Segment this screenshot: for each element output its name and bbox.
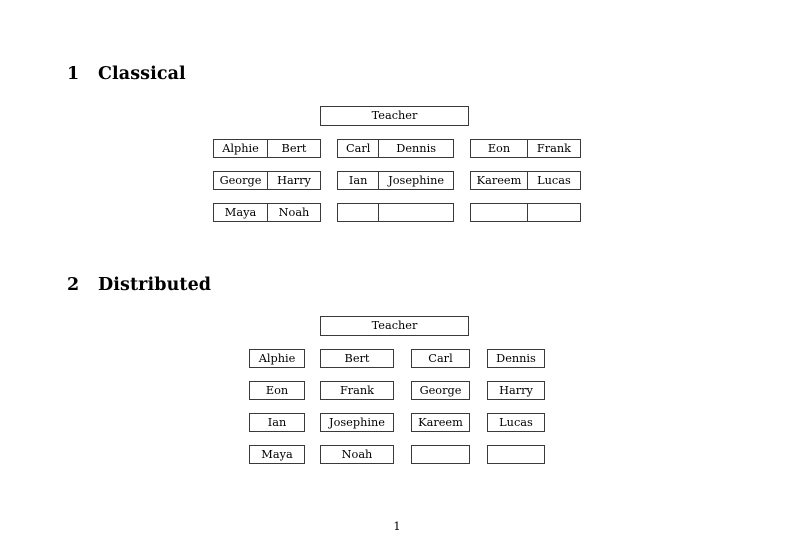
classical-cell: Kareem: [476, 173, 522, 187]
distributed-cell: Frank: [320, 381, 394, 400]
classical-cell: [471, 204, 527, 221]
distributed-cell: Harry: [487, 381, 545, 400]
classical-left-row-2: George Harry: [213, 171, 321, 190]
section-number: 1: [67, 64, 80, 84]
classical-cell: [378, 204, 453, 221]
classical-cell: Carl: [345, 141, 371, 155]
distributed-cell: Lucas: [487, 413, 545, 432]
classical-cell: Harry: [266, 172, 320, 189]
classical-cell: [338, 204, 378, 221]
classical-cell: Josephine: [378, 172, 453, 189]
classical-cell: Lucas: [526, 172, 580, 189]
classical-right-row-1: Eon Frank: [470, 139, 581, 158]
distributed-cell: Josephine: [320, 413, 394, 432]
section-heading-classical: 1 Classical: [67, 64, 186, 84]
classical-middle-row-2: Ian Josephine: [337, 171, 454, 190]
distributed-cell: Maya: [249, 445, 305, 464]
classical-cell: Maya: [224, 205, 257, 219]
distributed-cell: Dennis: [487, 349, 545, 368]
classical-cell: Frank: [526, 140, 580, 157]
classical-left-row-3: Maya Noah: [213, 203, 321, 222]
classical-cell: George: [219, 173, 262, 187]
classical-cell: Ian: [348, 173, 368, 187]
distributed-cell: [487, 445, 545, 464]
classical-middle-row-1: Carl Dennis: [337, 139, 454, 158]
section-title: Distributed: [98, 275, 212, 295]
distributed-cell: Bert: [320, 349, 394, 368]
distributed-cell: George: [411, 381, 470, 400]
classical-cell: Bert: [266, 140, 320, 157]
distributed-cell: Eon: [249, 381, 305, 400]
distributed-cell: Alphie: [249, 349, 305, 368]
section-title: Classical: [98, 64, 186, 84]
classical-cell: Alphie: [222, 141, 259, 155]
section-number: 2: [67, 275, 80, 295]
distributed-cell: [411, 445, 470, 464]
distributed-cell: Noah: [320, 445, 394, 464]
distributed-teacher-box: Teacher: [320, 316, 469, 336]
classical-left-row-1: Alphie Bert: [213, 139, 321, 158]
distributed-cell: Carl: [411, 349, 470, 368]
classical-cell: Eon: [487, 141, 511, 155]
classical-right-row-3: [470, 203, 581, 222]
classical-cell: Dennis: [378, 140, 453, 157]
page-number: 1: [393, 520, 401, 533]
classical-cell: [526, 204, 580, 221]
classical-teacher-box: Teacher: [320, 106, 469, 126]
section-heading-distributed: 2 Distributed: [67, 275, 212, 295]
classical-middle-row-3: [337, 203, 454, 222]
classical-right-row-2: Kareem Lucas: [470, 171, 581, 190]
distributed-cell: Ian: [249, 413, 305, 432]
classical-cell: Noah: [266, 204, 320, 221]
distributed-cell: Kareem: [411, 413, 470, 432]
